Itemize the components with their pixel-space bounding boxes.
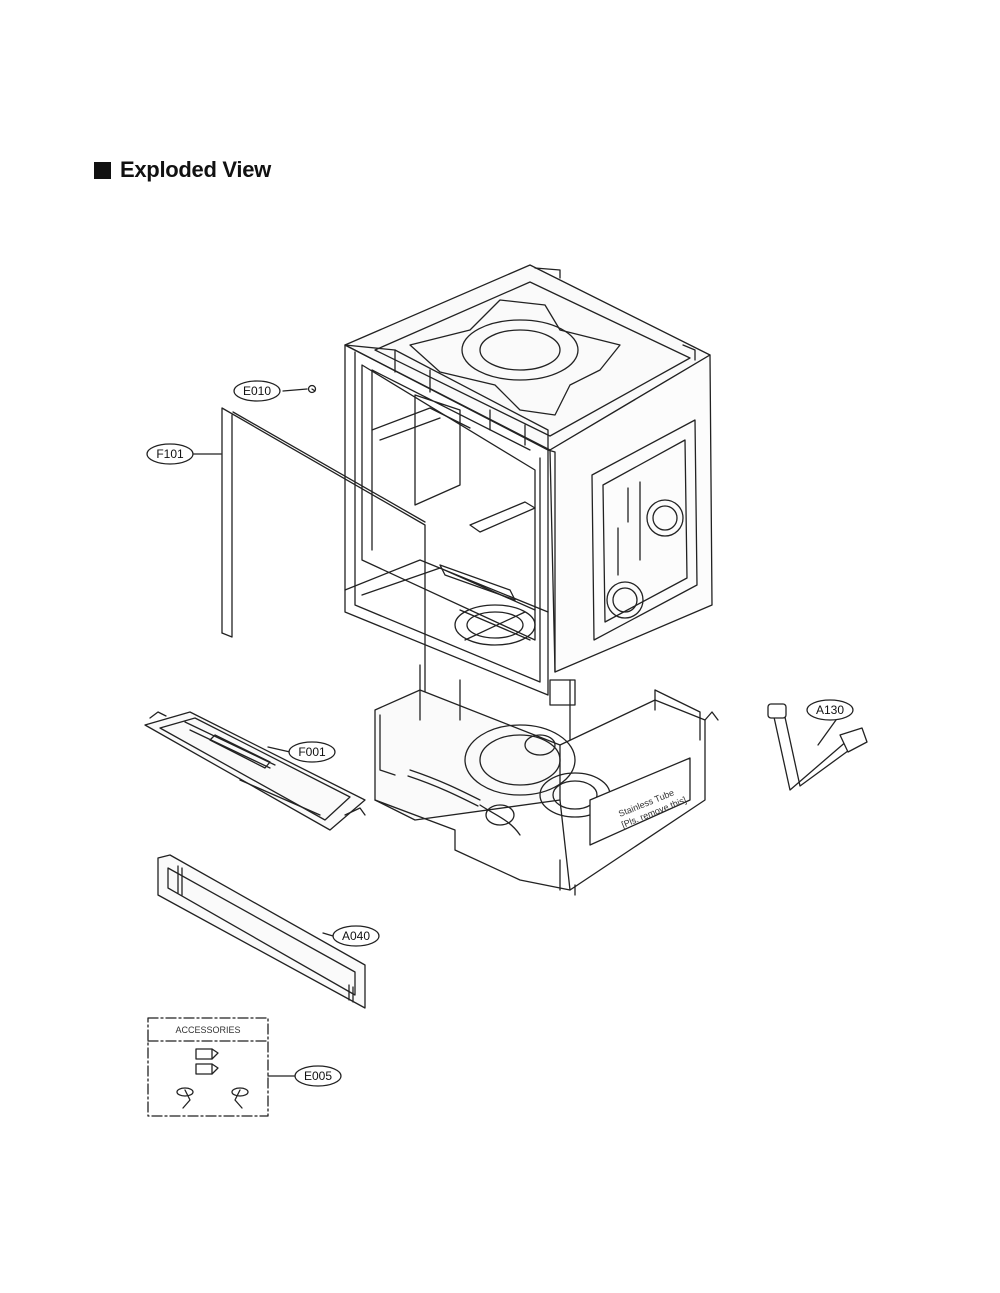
callout-f001: F001 xyxy=(298,745,326,759)
callout-e005: E005 xyxy=(304,1069,332,1083)
callout-e010-oval xyxy=(233,380,281,402)
callout-f101: F101 xyxy=(156,447,184,461)
accessories-title: ACCESSORIES xyxy=(175,1025,240,1035)
a040-kick-plate xyxy=(157,854,366,1009)
e010-screw xyxy=(307,384,317,394)
callout-a040-oval xyxy=(332,925,380,947)
f001-base-plate xyxy=(144,711,366,831)
callout-e005-oval xyxy=(294,1065,342,1087)
e005-accessories-box xyxy=(147,1017,269,1117)
page-title: Exploded View xyxy=(120,157,271,182)
callout-e010: E010 xyxy=(243,384,271,398)
callout-f001-oval xyxy=(288,741,336,763)
base-assembly xyxy=(374,664,719,896)
callout-a130-oval xyxy=(806,699,854,721)
tub-assembly xyxy=(344,264,713,696)
callout-a040: A040 xyxy=(342,929,370,943)
f101-gasket xyxy=(221,407,426,741)
a130-hose xyxy=(767,703,868,791)
heading-bullet-icon xyxy=(94,161,111,179)
page-heading: Exploded View xyxy=(94,157,271,183)
callout-a130: A130 xyxy=(816,703,844,717)
callout-leaders xyxy=(192,388,837,1077)
callout-f101-oval xyxy=(146,443,194,465)
